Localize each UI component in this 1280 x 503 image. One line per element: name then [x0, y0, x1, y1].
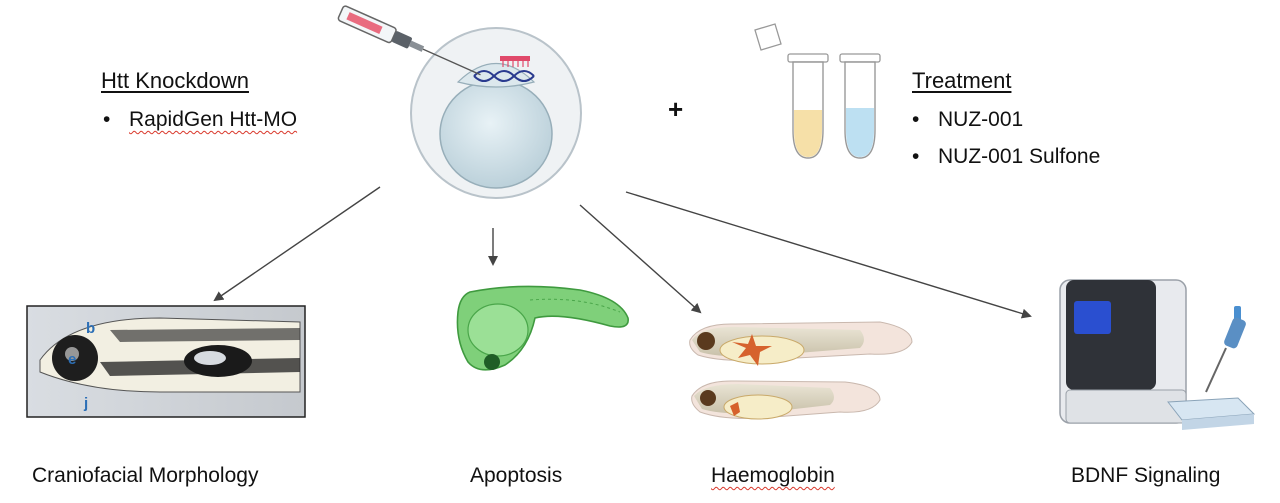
zebrafish-larva-icon-bottom	[691, 380, 881, 420]
tube-icon-yellow	[754, 23, 829, 159]
photo-label-j: j	[83, 395, 88, 412]
knockdown-heading: Htt Knockdown	[101, 68, 249, 93]
treatment-list: NUZ-001 NUZ-001 Sulfone	[910, 108, 1100, 182]
plus-sign: +	[668, 94, 684, 124]
treatment-item: NUZ-001	[910, 108, 1100, 132]
zebrafish-larva-icon-top	[689, 321, 913, 366]
pipette-icon	[1205, 306, 1246, 393]
caption-craniofacial: Craniofacial Morphology	[32, 464, 259, 487]
syringe-icon	[337, 5, 481, 76]
treatment-heading: Treatment	[912, 68, 1012, 93]
pcr-machine-icon	[1059, 279, 1187, 424]
knockdown-list: RapidGen Htt-MO	[101, 108, 297, 145]
treatment-item: NUZ-001 Sulfone	[910, 145, 1100, 169]
arrow-to-craniofacial	[213, 186, 381, 302]
caption-bdnf: BDNF Signaling	[1071, 464, 1221, 487]
egg-cell-icon	[410, 27, 582, 199]
arrows	[213, 186, 1032, 319]
photo-label-b: b	[86, 320, 95, 337]
photo-label-e: e	[68, 351, 76, 368]
caption-apoptosis: Apoptosis	[470, 464, 563, 487]
craniofacial-photo: b e j	[26, 305, 306, 418]
zebrafish-embryo-icon	[456, 285, 629, 371]
knockdown-item: RapidGen Htt-MO	[101, 108, 297, 132]
well-plate-icon	[1167, 397, 1256, 430]
dna-icon	[473, 56, 535, 82]
caption-haemoglobin: Haemoglobin	[711, 464, 835, 487]
arrow-to-haemoglobin	[579, 204, 702, 314]
tube-icon-blue	[839, 53, 881, 159]
arrow-to-bdnf	[625, 191, 1032, 319]
